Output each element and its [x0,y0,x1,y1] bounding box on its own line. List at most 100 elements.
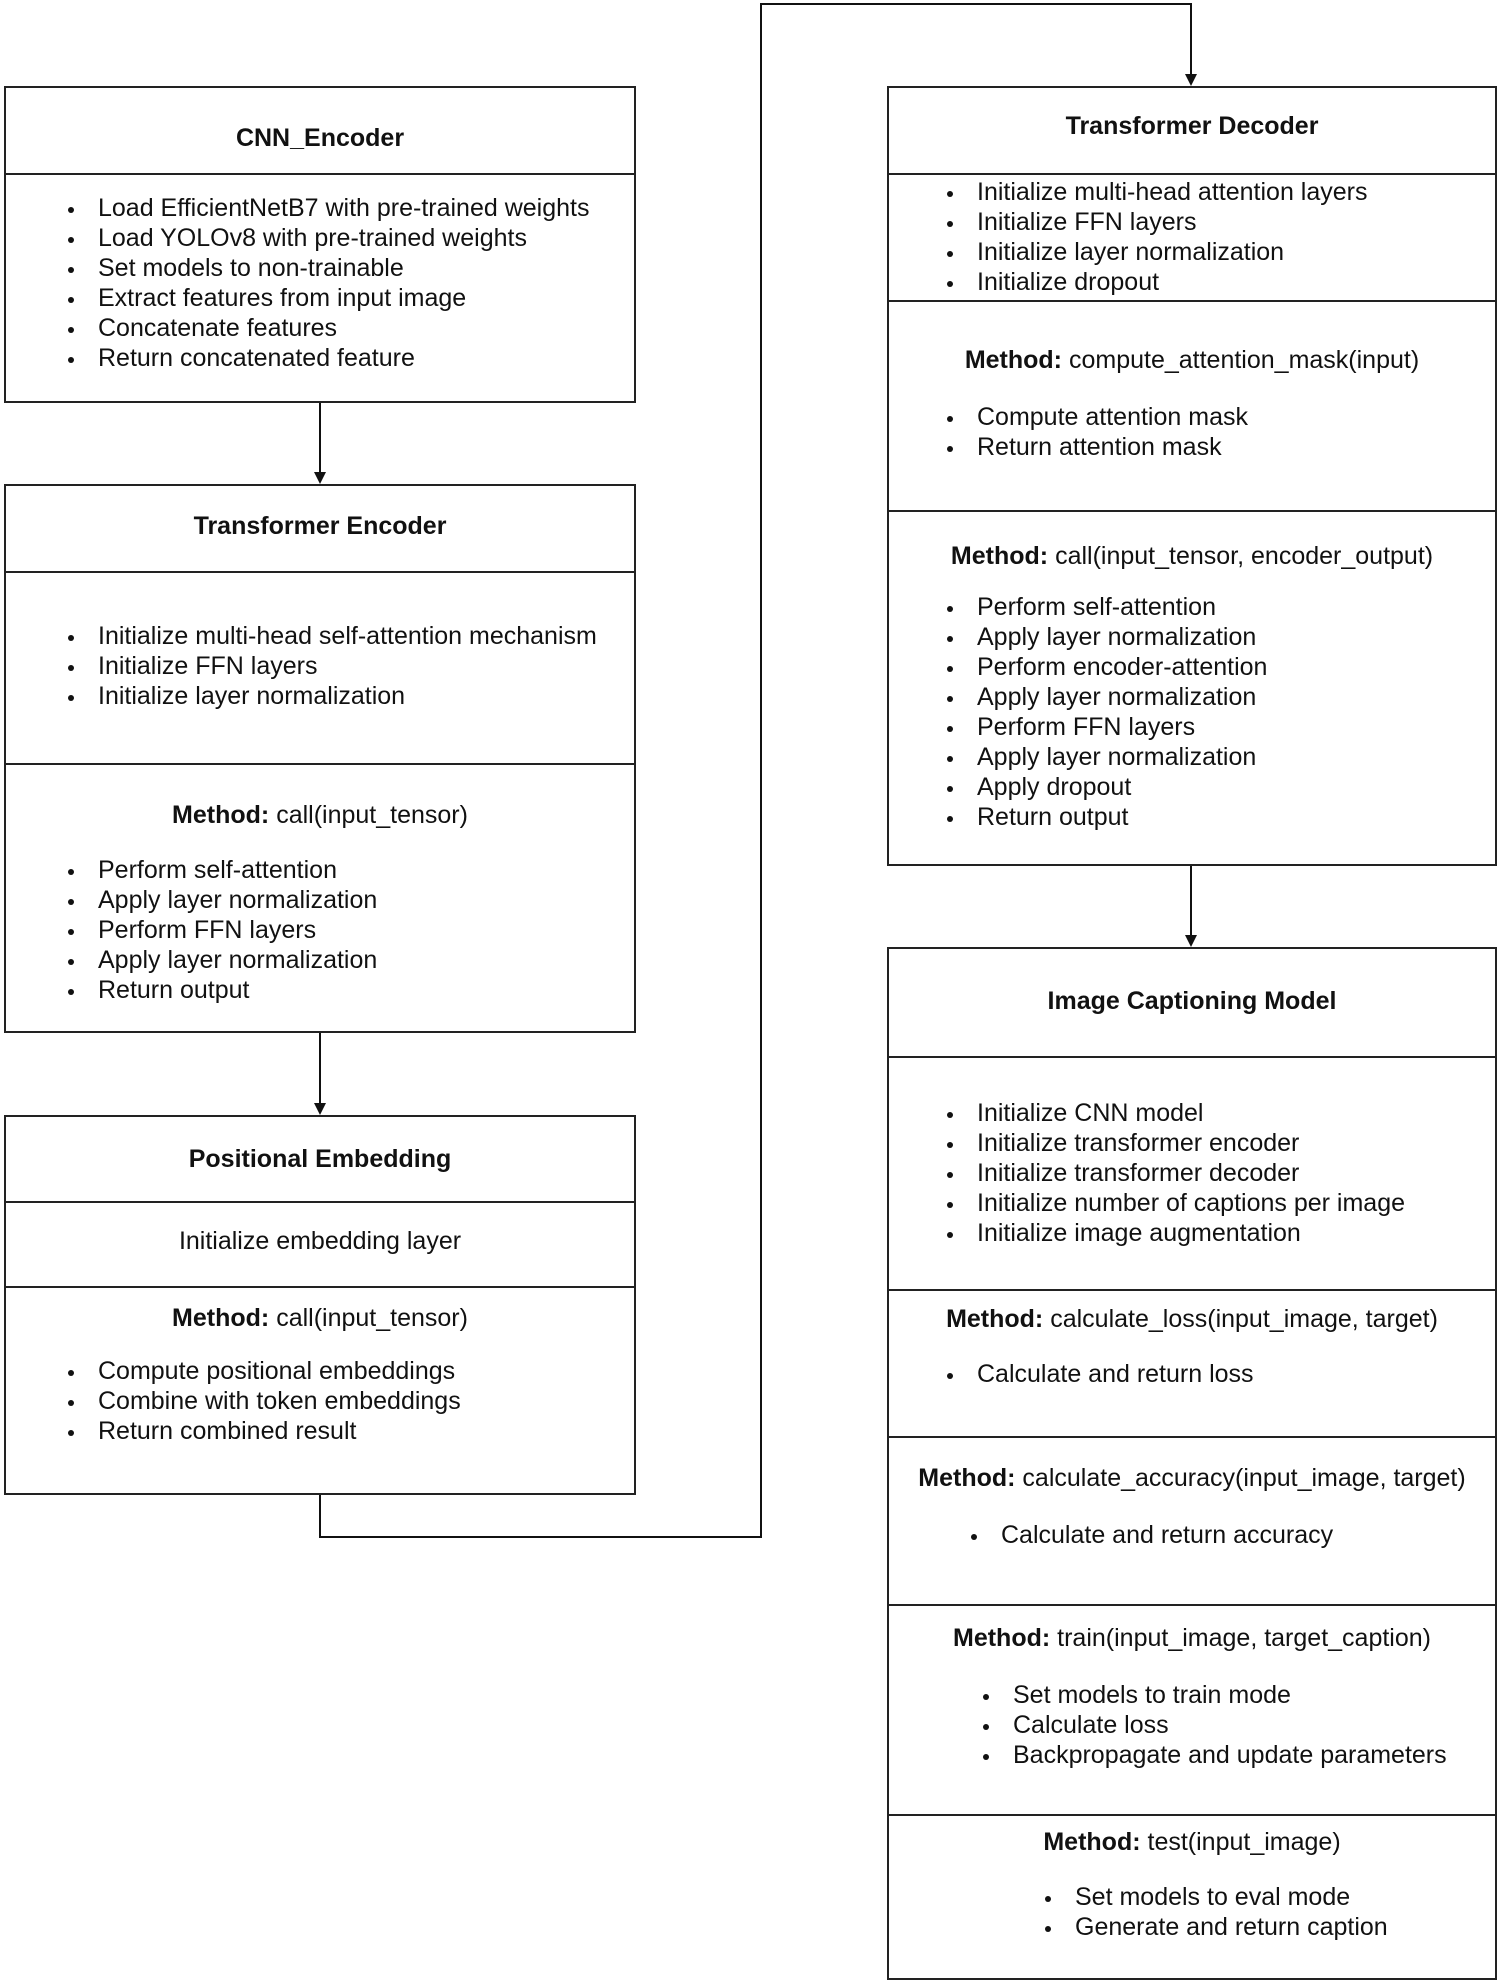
list-item: Return combined result [62,1416,461,1446]
method-signature: call(input_tensor) [276,801,468,829]
list-item: Backpropagate and update parameters [977,1740,1447,1770]
positional-embedding-box: Positional Embedding Initialize embeddin… [4,1115,636,1495]
list-item: Set models to train mode [977,1680,1447,1710]
list-item: Apply layer normalization [941,742,1267,772]
captioning-init-list: Initialize CNN model Initialize transfor… [941,1098,1405,1248]
positional-embedding-header: Positional Embedding [6,1117,634,1201]
cnn-encoder-body: Load EfficientNetB7 with pre-trained wei… [6,173,634,403]
list-item: Return output [62,975,377,1005]
captioning-init: Initialize CNN model Initialize transfor… [889,1056,1495,1289]
captioning-title: Image Captioning Model [1047,987,1337,1015]
captioning-test-method: Method: test(input_image) Set models to … [889,1814,1495,1980]
method-label: Method: [950,542,1049,570]
captioning-train-list: Set models to train mode Calculate loss … [977,1680,1447,1770]
transformer-decoder-mask-method: Method: compute_attention_mask(input) Co… [889,300,1495,510]
list-item: Initialize dropout [941,267,1367,297]
transformer-decoder-header: Transformer Decoder [889,88,1495,173]
transformer-decoder-call-method: Method: call(input_tensor, encoder_outpu… [889,510,1495,866]
list-item: Generate and return caption [1039,1912,1388,1942]
transformer-encoder-box: Transformer Encoder Initialize multi-hea… [4,484,636,1033]
list-item: Apply layer normalization [62,945,377,975]
method-signature: calculate_loss(input_image, target) [1050,1305,1438,1333]
method-label: Method: [918,1464,1016,1492]
method-signature: train(input_image, target_caption) [1057,1624,1431,1652]
image-captioning-model-box: Image Captioning Model Initialize CNN mo… [887,947,1497,1980]
list-item: Initialize multi-head self-attention mec… [62,621,597,651]
list-item: Initialize transformer decoder [941,1158,1405,1188]
list-item: Extract features from input image [62,283,589,313]
list-item: Perform encoder-attention [941,652,1267,682]
transformer-encoder-title: Transformer Encoder [193,512,447,540]
method-heading: Method: call(input_tensor) [6,801,634,830]
transformer-encoder-init: Initialize multi-head self-attention mec… [6,571,634,763]
method-heading: Method: call(input_tensor) [6,1304,634,1333]
captioning-accuracy-method: Method: calculate_accuracy(input_image, … [889,1436,1495,1604]
list-item: Apply layer normalization [62,885,377,915]
list-item: Initialize FFN layers [941,207,1367,237]
method-label: Method: [172,801,270,829]
transformer-decoder-title: Transformer Decoder [1065,112,1319,140]
captioning-accuracy-list: Calculate and return accuracy [965,1520,1333,1550]
transformer-encoder-method-list: Perform self-attention Apply layer norma… [62,855,377,1005]
positional-embedding-method-list: Compute positional embeddings Combine wi… [62,1356,461,1446]
method-signature: call(input_tensor) [276,1304,468,1332]
method-heading: Method: calculate_loss(input_image, targ… [889,1305,1495,1334]
list-item: Load YOLOv8 with pre-trained weights [62,223,589,253]
list-item: Calculate and return loss [941,1359,1254,1389]
transformer-encoder-method: Method: call(input_tensor) Perform self-… [6,763,634,1033]
list-item: Perform FFN layers [941,712,1267,742]
method-heading: Method: calculate_accuracy(input_image, … [889,1464,1495,1493]
transformer-decoder-box: Transformer Decoder Initialize multi-hea… [887,86,1497,866]
method-signature: compute_attention_mask(input) [1068,346,1420,374]
list-item: Initialize layer normalization [62,681,597,711]
list-item: Initialize multi-head attention layers [941,177,1367,207]
list-item: Compute attention mask [941,402,1248,432]
method-heading: Method: compute_attention_mask(input) [889,346,1495,375]
list-item: Calculate loss [977,1710,1447,1740]
cnn-encoder-header: CNN_Encoder [6,88,634,173]
positional-embedding-init-text: Initialize embedding layer [178,1227,462,1255]
list-item: Return concatenated feature [62,343,589,373]
list-item: Set models to eval mode [1039,1882,1388,1912]
transformer-decoder-mask-list: Compute attention mask Return attention … [941,402,1248,462]
positional-embedding-init: Initialize embedding layer [6,1201,634,1286]
cnn-encoder-title: CNN_Encoder [235,124,405,152]
captioning-header: Image Captioning Model [889,949,1495,1056]
cnn-encoder-box: CNN_Encoder Load EfficientNetB7 with pre… [4,86,636,403]
method-label: Method: [964,346,1063,374]
transformer-decoder-init-list: Initialize multi-head attention layers I… [941,177,1367,297]
list-item: Combine with token embeddings [62,1386,461,1416]
list-item: Calculate and return accuracy [965,1520,1333,1550]
method-label: Method: [172,1304,270,1332]
method-signature: test(input_image) [1147,1828,1341,1856]
list-item: Apply dropout [941,772,1267,802]
captioning-loss-list: Calculate and return loss [941,1359,1254,1389]
list-item: Perform self-attention [941,592,1267,622]
method-label: Method: [1043,1828,1141,1856]
list-item: Return output [941,802,1267,832]
transformer-encoder-header: Transformer Encoder [6,486,634,571]
method-label: Method: [953,1624,1051,1652]
list-item: Perform self-attention [62,855,377,885]
list-item: Load EfficientNetB7 with pre-trained wei… [62,193,589,223]
positional-embedding-title: Positional Embedding [188,1145,452,1173]
list-item: Initialize FFN layers [62,651,597,681]
arrow-positional-to-decoder [319,3,1197,1538]
list-item: Initialize image augmentation [941,1218,1405,1248]
list-item: Apply layer normalization [941,622,1267,652]
list-item: Return attention mask [941,432,1248,462]
list-item: Initialize transformer encoder [941,1128,1405,1158]
method-signature: call(input_tensor, encoder_output) [1055,542,1434,570]
method-heading: Method: call(input_tensor, encoder_outpu… [889,542,1495,571]
list-item: Initialize number of captions per image [941,1188,1405,1218]
list-item: Perform FFN layers [62,915,377,945]
method-label: Method: [946,1305,1044,1333]
transformer-decoder-call-list: Perform self-attention Apply layer norma… [941,592,1267,832]
list-item: Apply layer normalization [941,682,1267,712]
list-item: Compute positional embeddings [62,1356,461,1386]
method-heading: Method: train(input_image, target_captio… [889,1624,1495,1653]
cnn-encoder-list: Load EfficientNetB7 with pre-trained wei… [62,193,589,373]
transformer-decoder-init: Initialize multi-head attention layers I… [889,173,1495,300]
